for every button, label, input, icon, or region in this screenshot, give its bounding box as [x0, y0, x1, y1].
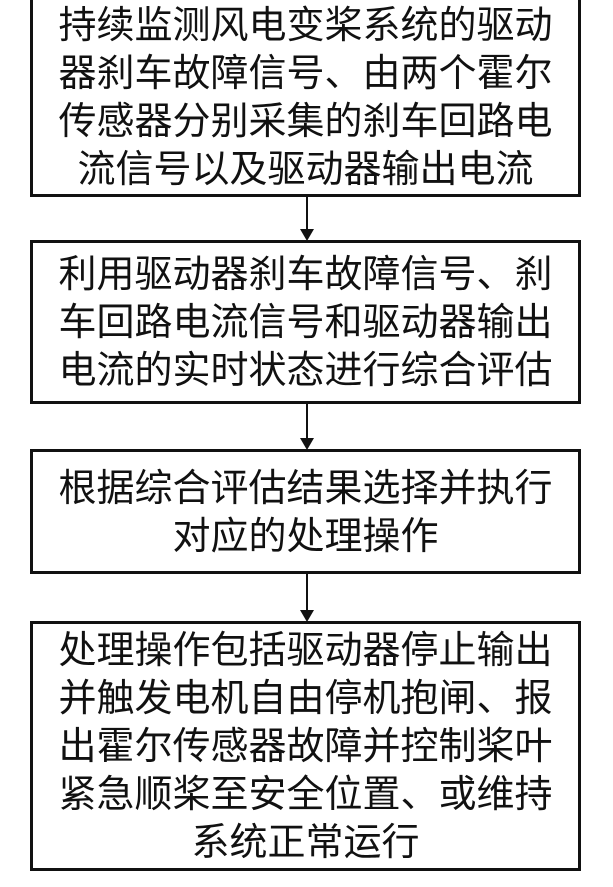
step-3-box: 根据综合评估结果选择并执行 对应的处理操作	[30, 449, 581, 574]
step-1-line: 传感器分别采集的刹车回路电	[58, 97, 552, 145]
step-2-line: 电流的实时状态进行综合评估	[58, 346, 552, 394]
step-1-box: 持续监测风电变桨系统的驱动 器刹车故障信号、由两个霍尔 传感器分别采集的刹车回路…	[30, 0, 581, 197]
arrow-3-to-4	[306, 574, 308, 620]
step-4-line: 出霍尔传感器故障并控制桨叶	[58, 722, 552, 770]
step-4-line: 并触发电机自由停机抱闸、报	[58, 674, 552, 722]
step-1-line: 持续监测风电变桨系统的驱动	[58, 1, 552, 49]
step-2-line: 车回路电流信号和驱动器输出	[58, 298, 552, 346]
step-1-line: 器刹车故障信号、由两个霍尔	[58, 49, 552, 97]
arrow-1-to-2	[306, 197, 308, 239]
step-4-line: 处理操作包括驱动器停止输出	[58, 626, 552, 674]
step-2-line: 利用驱动器刹车故障信号、刹	[58, 250, 552, 298]
arrow-2-to-3	[306, 404, 308, 448]
step-4-box: 处理操作包括驱动器停止输出 并触发电机自由停机抱闸、报 出霍尔传感器故障并控制桨…	[30, 621, 581, 871]
step-1-line: 流信号以及驱动器输出电流	[77, 145, 533, 193]
step-3-line: 根据综合评估结果选择并执行	[58, 464, 552, 512]
step-3-line: 对应的处理操作	[172, 512, 438, 560]
step-4-line: 紧急顺桨至安全位置、或维持	[58, 770, 552, 818]
step-4-line: 系统正常运行	[191, 818, 419, 866]
step-2-box: 利用驱动器刹车故障信号、刹 车回路电流信号和驱动器输出 电流的实时状态进行综合评…	[30, 240, 581, 404]
